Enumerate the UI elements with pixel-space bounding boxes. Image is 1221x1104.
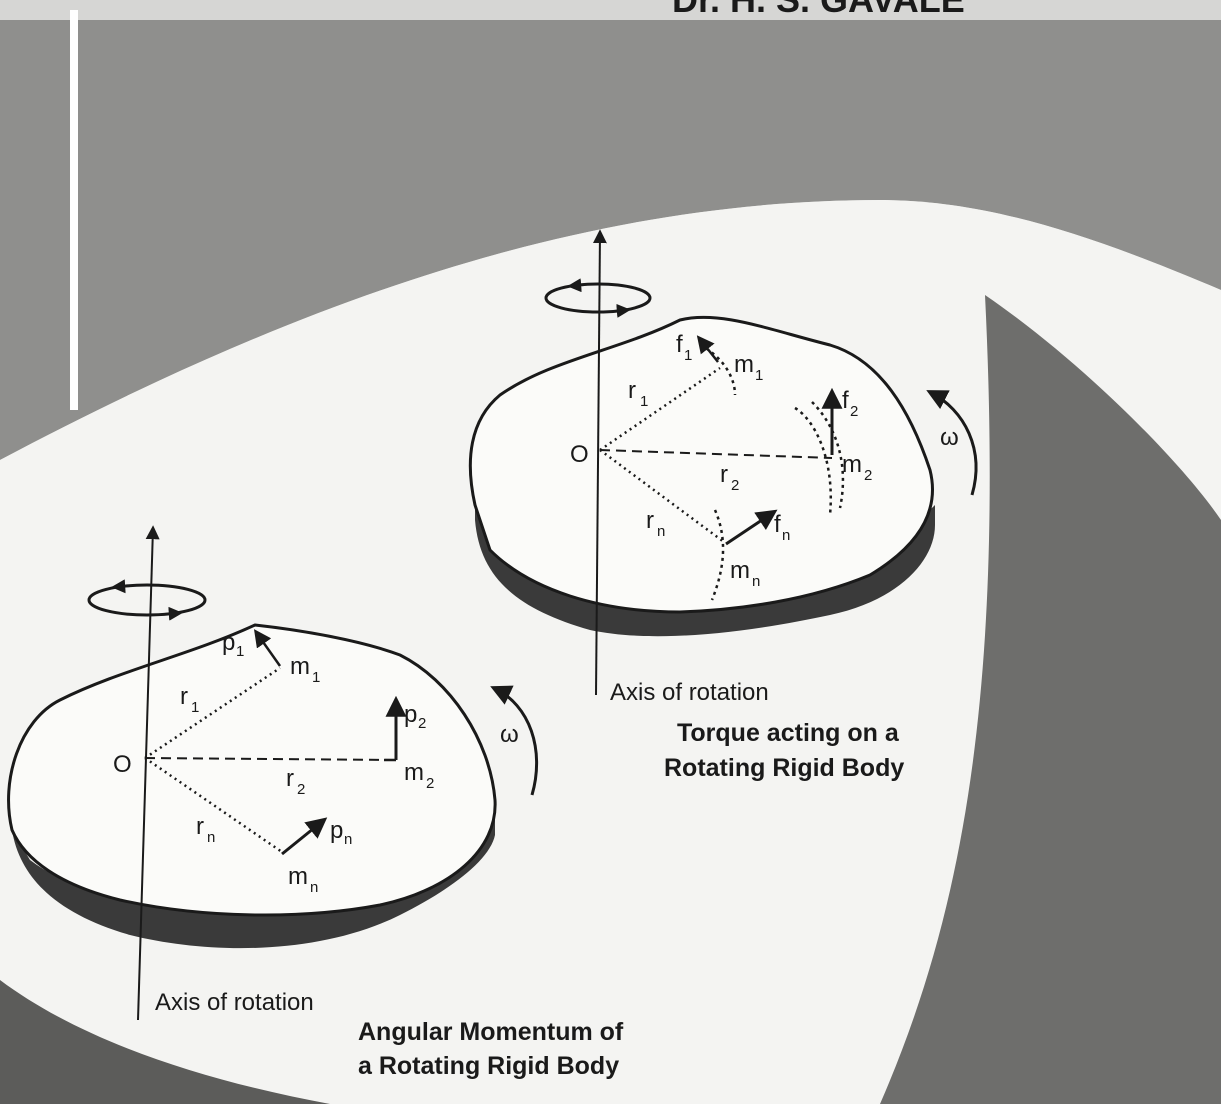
torque-mn-label: m — [730, 557, 750, 584]
torque-omega-arc — [926, 390, 978, 496]
upper-gray-band — [0, 20, 1221, 460]
torque-r2-line — [599, 449, 833, 459]
torque-f1-label: f — [676, 331, 683, 358]
momentum-axis-line — [137, 525, 160, 1021]
torque-m1-path — [699, 343, 737, 396]
torque-omega-label: ω — [940, 424, 959, 451]
torque-origin-label: O — [570, 441, 589, 468]
author-heading: Dr. H. S. GAVALE — [672, 0, 965, 20]
momentum-body-slab — [12, 815, 495, 949]
momentum-omega-label: ω — [500, 721, 519, 748]
momentum-r2-line — [144, 757, 397, 761]
torque-m2-label: m — [842, 451, 862, 478]
torque-f2-sub: 2 — [850, 403, 858, 420]
torque-r2-label: r — [720, 461, 728, 488]
torque-m2-path-b — [811, 401, 845, 509]
torque-diagram: ω O r 1 r 2 r n m 1 m 2 m n f 1 f 2 f n … — [468, 229, 978, 782]
torque-r1-sub: 1 — [640, 393, 648, 410]
momentum-caption-line2: a Rotating Rigid Body — [358, 1052, 619, 1080]
momentum-m1-label: m — [290, 653, 310, 680]
momentum-rn-line — [144, 756, 283, 854]
torque-body-top — [468, 315, 934, 614]
torque-rn-sub: n — [657, 523, 665, 540]
momentum-diagram: ω O r 1 r 2 r n m 1 m 2 m n p 1 p 2 p n … — [7, 525, 624, 1080]
momentum-p1-arrow — [253, 629, 282, 667]
bottom-left-dark-band — [0, 980, 330, 1104]
momentum-m1-sub: 1 — [312, 669, 320, 686]
torque-fn-label: f — [774, 511, 781, 538]
torque-f1-arrow — [696, 335, 719, 363]
left-white-stripe — [70, 10, 78, 410]
momentum-p2-label: p — [404, 701, 417, 728]
momentum-mn-sub: n — [310, 879, 318, 896]
torque-caption-line1: Torque acting on a — [677, 719, 900, 747]
right-dark-band — [880, 295, 1221, 1104]
torque-rn-line — [599, 448, 725, 544]
torque-m2-path — [794, 406, 832, 516]
momentum-pn-label: p — [330, 817, 343, 844]
momentum-r2-sub: 2 — [297, 781, 305, 798]
torque-f2-label: f — [842, 387, 849, 414]
momentum-omega-arc — [490, 685, 539, 796]
momentum-p2-sub: 2 — [418, 715, 426, 732]
momentum-p1-label: p — [222, 629, 235, 656]
momentum-pn-sub: n — [344, 831, 352, 848]
torque-m1-sub: 1 — [755, 367, 763, 384]
momentum-rotation-arrow-back — [111, 579, 131, 594]
torque-m1-label: m — [734, 351, 754, 378]
momentum-pn-arrow — [281, 817, 328, 856]
momentum-m2-label: m — [404, 759, 424, 786]
torque-body-slab — [475, 505, 935, 637]
torque-mn-path — [710, 509, 725, 601]
momentum-rotation-arrow — [164, 606, 183, 621]
momentum-r1-sub: 1 — [191, 699, 199, 716]
torque-r2-sub: 2 — [731, 477, 739, 494]
torque-rotation-arrow — [614, 303, 631, 318]
torque-m2-sub: 2 — [864, 467, 872, 484]
torque-axis-line — [592, 229, 607, 696]
momentum-r1-label: r — [180, 683, 188, 710]
torque-f1-sub: 1 — [684, 347, 692, 364]
momentum-origin-label: O — [113, 751, 132, 778]
torque-rotation-ellipse — [544, 282, 652, 314]
momentum-mn-label: m — [288, 863, 308, 890]
momentum-rotation-ellipse — [87, 583, 207, 617]
momentum-m2-sub: 2 — [426, 775, 434, 792]
torque-axis-label: Axis of rotation — [610, 679, 769, 706]
torque-fn-arrow — [725, 509, 778, 546]
torque-mn-sub: n — [752, 573, 760, 590]
torque-r1-line — [599, 366, 721, 452]
momentum-body-top — [7, 623, 497, 917]
momentum-axis-label: Axis of rotation — [155, 989, 314, 1016]
torque-fn-sub: n — [782, 527, 790, 544]
momentum-p1-sub: 1 — [236, 643, 244, 660]
momentum-caption-line1: Angular Momentum of — [358, 1018, 624, 1046]
momentum-rn-label: r — [196, 813, 204, 840]
torque-rn-label: r — [646, 507, 654, 534]
torque-r1-label: r — [628, 377, 636, 404]
torque-caption-line2: Rotating Rigid Body — [664, 754, 904, 782]
momentum-rn-sub: n — [207, 829, 215, 846]
torque-rotation-arrow-back — [567, 278, 585, 293]
momentum-r2-label: r — [286, 765, 294, 792]
